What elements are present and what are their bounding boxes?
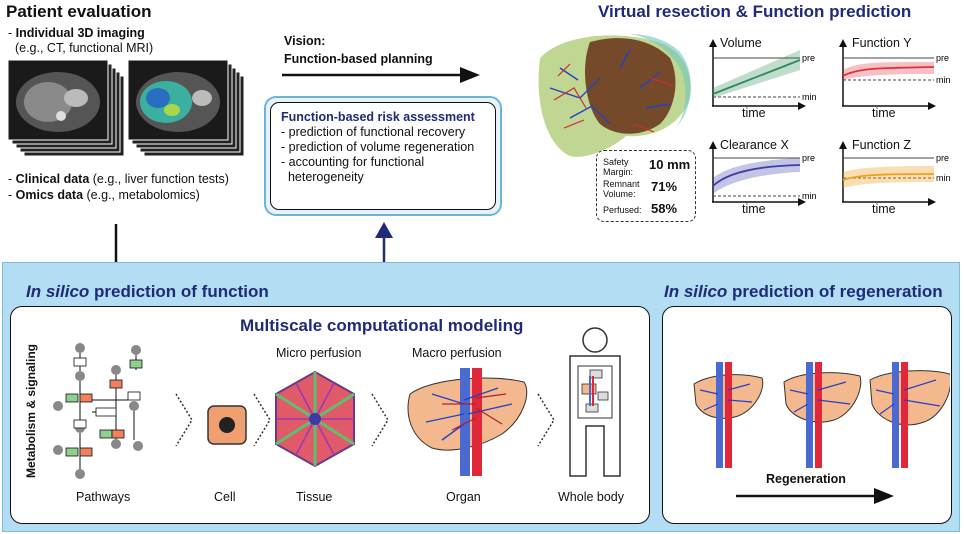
omics-bold: Omics data xyxy=(15,188,84,202)
min-label: min xyxy=(936,173,951,183)
chevron-right-icon xyxy=(537,393,555,447)
regeneration-livers xyxy=(693,362,950,468)
clinical-rest: (e.g., liver function tests) xyxy=(89,172,229,186)
clinical-text: - Clinical data (e.g., liver function te… xyxy=(8,172,229,186)
risk-title: Function-based risk assessment xyxy=(281,110,475,124)
whole-body-icon xyxy=(569,327,621,477)
label-cell: Cell xyxy=(214,490,236,504)
risk-item: - prediction of volume regeneration xyxy=(281,140,475,154)
multiscale-title: Multiscale computational modeling xyxy=(240,316,524,335)
plot-time-label: time xyxy=(872,202,896,216)
plot-time-label: time xyxy=(872,106,896,120)
imaging-bold: Individual 3D imaging xyxy=(15,26,145,40)
right-arrow-icon xyxy=(282,67,480,83)
chevron-right-icon xyxy=(253,393,271,447)
label-tissue: Tissue xyxy=(296,490,333,504)
vision-line1: Vision: xyxy=(284,34,326,48)
pathway-network xyxy=(53,343,143,479)
label-organ: Organ xyxy=(446,490,481,504)
organ-liver xyxy=(407,368,528,476)
label-whole-body: Whole body xyxy=(558,490,625,504)
cell-icon xyxy=(207,405,247,445)
risk-inner: Function-based risk assessment - predict… xyxy=(270,102,496,210)
insilico-regeneration-title: In silico prediction of regeneration xyxy=(664,282,943,301)
risk-item: - prediction of functional recovery xyxy=(281,125,466,139)
metabolism-side-label: Metabolism & signaling xyxy=(24,343,38,478)
min-label: min xyxy=(936,75,951,85)
risk-item: heterogeneity xyxy=(281,170,364,184)
virtual-resection-title: Virtual resection & Function prediction xyxy=(598,2,912,21)
omics-rest: (e.g., metabolomics) xyxy=(83,188,200,202)
risk-assessment-box: Function-based risk assessment - predict… xyxy=(264,96,502,216)
chevron-right-icon xyxy=(371,393,389,447)
label-pathways: Pathways xyxy=(76,490,131,504)
safety-value: 10 mm xyxy=(649,157,691,172)
min-label: min xyxy=(802,191,817,201)
risk-item: - accounting for functional xyxy=(281,155,425,169)
label-macro-perfusion: Macro perfusion xyxy=(412,346,502,360)
imaging-text: - Individual 3D imaging (e.g., CT, funct… xyxy=(8,26,154,55)
insilico-function-title: In silico prediction of function xyxy=(26,282,269,301)
clinical-bold: Clinical data xyxy=(15,172,90,186)
omics-text: - Omics data (e.g., metabolomics) xyxy=(8,188,200,202)
plot-title-function-y: Function Y xyxy=(852,36,912,50)
min-label: min xyxy=(802,92,817,102)
plot-time-label: time xyxy=(742,106,766,120)
plot-title-volume: Volume xyxy=(720,36,762,50)
perfused-value: 58% xyxy=(651,201,678,216)
pre-label: pre xyxy=(936,53,949,63)
plot-time-label: time xyxy=(742,202,766,216)
plot-clearance-x: pre min xyxy=(709,141,817,206)
ct-image-stack xyxy=(7,59,245,157)
patient-evaluation-title: Patient evaluation xyxy=(6,2,152,21)
plot-title-function-z: Function Z xyxy=(852,138,912,152)
regeneration-arrow-icon xyxy=(736,488,894,504)
plot-title-clearance-x: Clearance X xyxy=(720,138,789,152)
plot-volume: pre min xyxy=(709,39,817,110)
label-micro-perfusion: Micro perfusion xyxy=(276,346,362,360)
pre-label: pre xyxy=(802,53,815,63)
pre-label: pre xyxy=(936,153,949,163)
imaging-sub: (e.g., CT, functional MRI) xyxy=(14,41,154,55)
tissue-lobule xyxy=(275,370,355,468)
plot-function-z: pre min xyxy=(839,141,951,206)
liver-3d-render xyxy=(538,34,691,157)
chevron-right-icon xyxy=(175,393,193,447)
pre-label: pre xyxy=(802,153,815,163)
perfused-label: Perfused: xyxy=(603,205,642,215)
vision-line2: Function-based planning xyxy=(284,52,433,66)
plot-function-y: pre min xyxy=(839,39,951,110)
remnant-value: 71% xyxy=(651,179,678,194)
regeneration-label: Regeneration xyxy=(766,472,846,486)
